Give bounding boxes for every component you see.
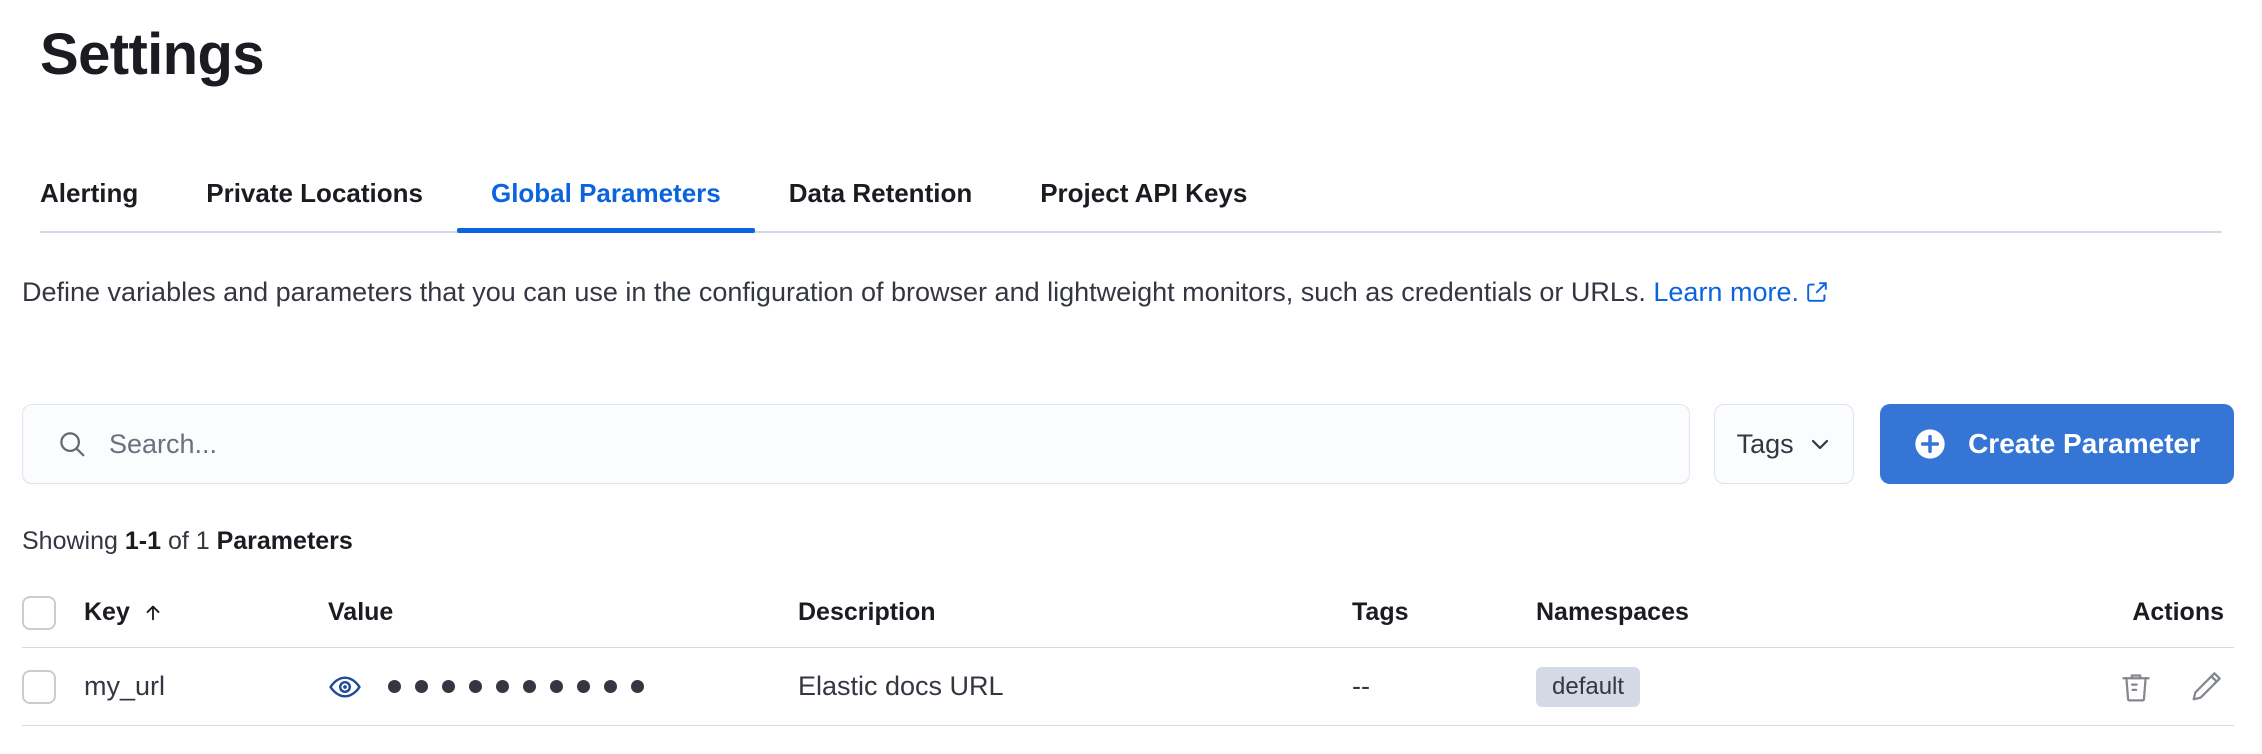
row-select-cell [22, 669, 84, 704]
eye-icon[interactable] [328, 670, 362, 704]
column-header-actions: Actions [1994, 598, 2234, 627]
results-count: Showing 1-1 of 1 Parameters [22, 527, 353, 556]
description-body: Define variables and parameters that you… [22, 277, 1646, 307]
namespace-badge: default [1536, 666, 1641, 707]
tags-filter-button[interactable]: Tags [1714, 404, 1855, 484]
results-range: 1-1 [124, 527, 161, 555]
page-title: Settings [40, 22, 265, 87]
table-header-row: Key Value Description Tags Namespaces [22, 578, 2234, 648]
tab-project-api-keys[interactable]: Project API Keys [1006, 155, 1281, 231]
settings-tabs: Alerting Private Locations Global Parame… [40, 155, 2222, 233]
search-icon [57, 429, 87, 459]
column-header-value-label: Value [328, 598, 394, 626]
learn-more-link[interactable]: Learn more. [1653, 277, 1799, 307]
plus-circle-icon [1914, 428, 1946, 460]
tab-alerting[interactable]: Alerting [40, 155, 172, 231]
cell-value [328, 670, 798, 704]
results-middle: of 1 [161, 527, 217, 555]
tab-private-locations[interactable]: Private Locations [172, 155, 457, 231]
arrow-up-icon [142, 602, 164, 624]
column-header-tags-label: Tags [1352, 598, 1409, 626]
tab-data-retention[interactable]: Data Retention [755, 155, 1006, 231]
column-header-actions-label: Actions [2132, 598, 2224, 626]
select-all-cell [22, 595, 84, 630]
cell-tags: -- [1352, 671, 1370, 701]
column-header-namespaces-label: Namespaces [1536, 598, 1689, 626]
column-header-key-label: Key [84, 598, 130, 626]
column-header-description-label: Description [798, 598, 936, 626]
cell-actions [1994, 669, 2234, 705]
select-all-checkbox[interactable] [22, 595, 56, 630]
create-parameter-label: Create Parameter [1968, 428, 2200, 459]
column-header-namespaces[interactable]: Namespaces [1536, 598, 1994, 627]
row-select-checkbox[interactable] [22, 669, 56, 704]
search-input[interactable] [109, 424, 1609, 464]
column-header-value[interactable]: Value [328, 598, 798, 627]
external-link-icon [1806, 270, 1828, 302]
results-prefix: Showing [22, 527, 125, 555]
chevron-down-icon [1808, 432, 1832, 456]
cell-key: my_url [84, 671, 166, 701]
table-row: my_url Elastic docs URL -- default [22, 648, 2234, 726]
pencil-icon[interactable] [2188, 669, 2224, 705]
trash-icon[interactable] [2118, 669, 2154, 705]
description-text: Define variables and parameters that you… [22, 268, 2202, 317]
results-entity: Parameters [216, 527, 353, 555]
cell-description: Elastic docs URL [798, 671, 1004, 701]
column-header-description[interactable]: Description [798, 598, 1352, 627]
column-header-tags[interactable]: Tags [1352, 598, 1536, 627]
masked-value [388, 680, 644, 693]
parameters-table: Key Value Description Tags Namespaces [22, 578, 2234, 726]
controls-bar: Tags Create Parameter [22, 404, 2234, 484]
search-field[interactable] [22, 404, 1691, 484]
create-parameter-button[interactable]: Create Parameter [1880, 404, 2234, 484]
cell-namespaces: default [1536, 666, 1994, 707]
column-header-key[interactable]: Key [84, 598, 328, 627]
tags-filter-label: Tags [1736, 428, 1794, 459]
tab-global-parameters[interactable]: Global Parameters [456, 155, 755, 233]
